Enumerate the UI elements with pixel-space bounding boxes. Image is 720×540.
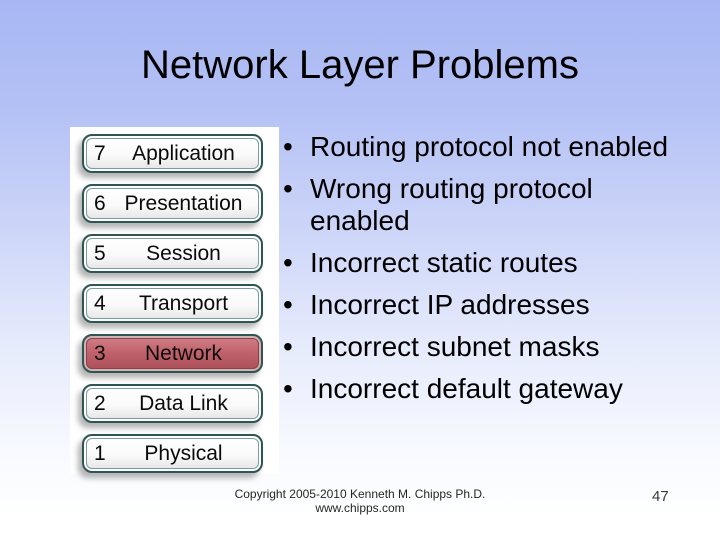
bullet-marker-icon: • <box>283 173 293 204</box>
bullet-text: Wrong routing protocol enabled <box>310 173 593 236</box>
layer-number: 1 <box>94 441 106 465</box>
list-item: • Incorrect static routes <box>280 247 692 279</box>
layer-label: Physical <box>144 441 223 465</box>
layer-number: 3 <box>94 341 106 365</box>
layer-label: Transport <box>138 291 229 315</box>
bullet-marker-icon: • <box>283 373 293 404</box>
layer-number: 2 <box>94 391 106 415</box>
osi-layer-presentation: 6 Presentation <box>82 184 263 223</box>
osi-layer-data-link: 2 Data Link <box>82 384 263 423</box>
osi-layer-physical: 1 Physical <box>82 434 263 473</box>
layer-label: Presentation <box>124 191 243 215</box>
bullet-marker-icon: • <box>283 289 293 320</box>
footer-copyright: Copyright 2005-2010 Kenneth M. Chipps Ph… <box>0 487 720 515</box>
layer-label: Data Link <box>139 391 228 415</box>
list-item: • Incorrect default gateway <box>280 373 692 405</box>
bullet-text: Incorrect static routes <box>310 247 578 278</box>
layer-label: Application <box>132 141 235 165</box>
bullet-text: Incorrect IP addresses <box>310 289 590 320</box>
page-number: 47 <box>652 488 669 505</box>
osi-layer-application: 7 Application <box>82 134 263 173</box>
bullet-marker-icon: • <box>283 131 293 162</box>
bullet-text: Incorrect subnet masks <box>310 331 600 362</box>
page-title: Network Layer Problems <box>141 43 579 87</box>
copyright-line-2: www.chipps.com <box>315 501 405 515</box>
list-item: • Wrong routing protocol enabled <box>280 173 692 237</box>
osi-layer-network: 3 Network <box>82 334 263 373</box>
layer-number: 5 <box>94 241 106 265</box>
bullet-marker-icon: • <box>283 331 293 362</box>
list-item: • Routing protocol not enabled <box>280 131 692 163</box>
list-item: • Incorrect IP addresses <box>280 289 692 321</box>
copyright-line-1: Copyright 2005-2010 Kenneth M. Chipps Ph… <box>234 487 486 501</box>
osi-stack-image: 7 Application 6 Presentation 5 Session 4… <box>70 127 279 474</box>
layer-number: 7 <box>94 141 106 165</box>
osi-layer-session: 5 Session <box>82 234 263 273</box>
list-item: • Incorrect subnet masks <box>280 331 692 363</box>
bullet-list: • Routing protocol not enabled • Wrong r… <box>280 131 692 415</box>
layer-number: 6 <box>94 191 106 215</box>
layer-number: 4 <box>94 291 106 315</box>
layer-label: Session <box>146 241 221 265</box>
osi-layer-transport: 4 Transport <box>82 284 263 323</box>
bullet-marker-icon: • <box>283 247 293 278</box>
bullet-text: Routing protocol not enabled <box>310 131 669 162</box>
layer-label: Network <box>144 341 223 365</box>
bullet-text: Incorrect default gateway <box>310 373 623 404</box>
